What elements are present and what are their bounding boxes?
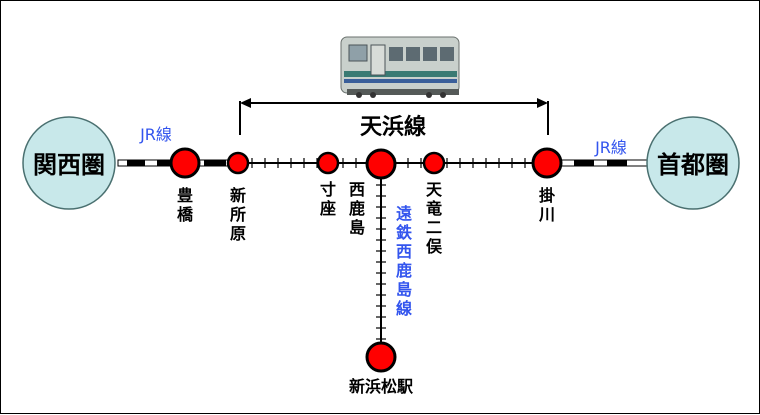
tenhama-line-label: 天浜線 xyxy=(360,114,426,140)
station-kakegawa-label: 掛川 xyxy=(538,186,555,224)
region-shutoken: 首都圏 xyxy=(646,116,740,210)
region-kansai-label: 関西圏 xyxy=(33,151,105,179)
station-shinhamamatsu-marker xyxy=(365,341,397,373)
station-suza-label: 寸座 xyxy=(319,180,336,218)
jr-track-right xyxy=(548,159,650,167)
station-toyohashi-marker xyxy=(169,147,201,179)
station-kakegawa-marker xyxy=(531,147,563,179)
branch-line-label: 遠鉄西鹿島線 xyxy=(396,204,412,318)
region-shutoken-label: 首都圏 xyxy=(657,151,729,179)
station-tenryufutamata-marker xyxy=(422,151,446,175)
station-shinjohara-label: 新所原 xyxy=(230,186,246,243)
region-kansai: 関西圏 xyxy=(22,116,116,210)
station-toyohashi-label: 豊橋 xyxy=(177,186,194,224)
station-shinjohara-marker xyxy=(226,151,250,175)
station-nishikajima-marker xyxy=(365,148,397,180)
station-suza-marker xyxy=(316,151,340,175)
station-shinhamamatsu-label: 新浜松駅 xyxy=(349,377,414,396)
jr-line-left-label: JR線 xyxy=(139,125,172,144)
station-nishikajima-label: 西鹿島 xyxy=(349,180,365,237)
train-car-icon xyxy=(340,36,460,98)
jr-line-right-label: JR線 xyxy=(594,138,627,157)
branch-track xyxy=(376,164,386,357)
tenhama-bracket xyxy=(239,98,549,135)
station-tenryufutamata-label: 天竜二俣 xyxy=(426,180,443,256)
